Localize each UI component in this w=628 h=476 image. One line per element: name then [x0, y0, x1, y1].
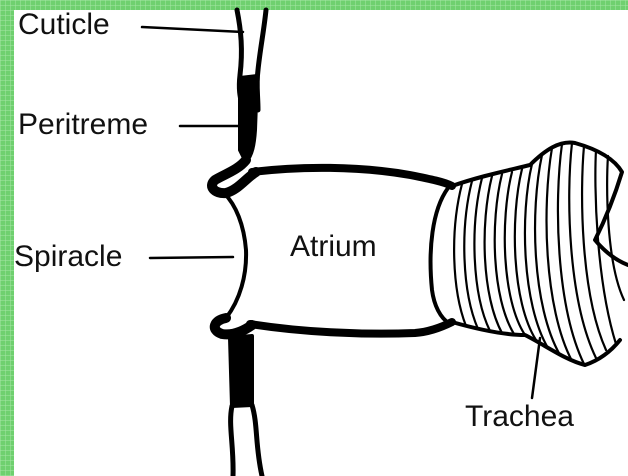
spiracle-lower-lip: [215, 318, 252, 334]
atrium-bottom-wall: [250, 322, 452, 334]
label-spiracle: Spiracle: [14, 242, 122, 272]
leader-line-spiracle: [150, 257, 233, 258]
cuticle-lower-right-edge: [252, 405, 262, 476]
label-trachea: Trachea: [465, 402, 574, 432]
cuticle-lower-left-edge: [231, 406, 234, 476]
peritreme-lower: [230, 336, 252, 406]
peritreme-upper: [240, 76, 257, 162]
leader-line-trachea: [532, 338, 540, 398]
spiracle-opening: [224, 193, 246, 318]
atrium-inner-arc: [431, 188, 450, 324]
spiracle-upper-lip: [212, 160, 256, 193]
leader-line-cuticle: [142, 27, 243, 32]
cuticle-upper-right-edge: [257, 10, 266, 110]
label-atrium: Atrium: [290, 232, 377, 262]
atrium-top-wall: [252, 168, 452, 186]
label-cuticle: Cuticle: [18, 10, 110, 40]
label-peritreme: Peritreme: [18, 110, 148, 140]
